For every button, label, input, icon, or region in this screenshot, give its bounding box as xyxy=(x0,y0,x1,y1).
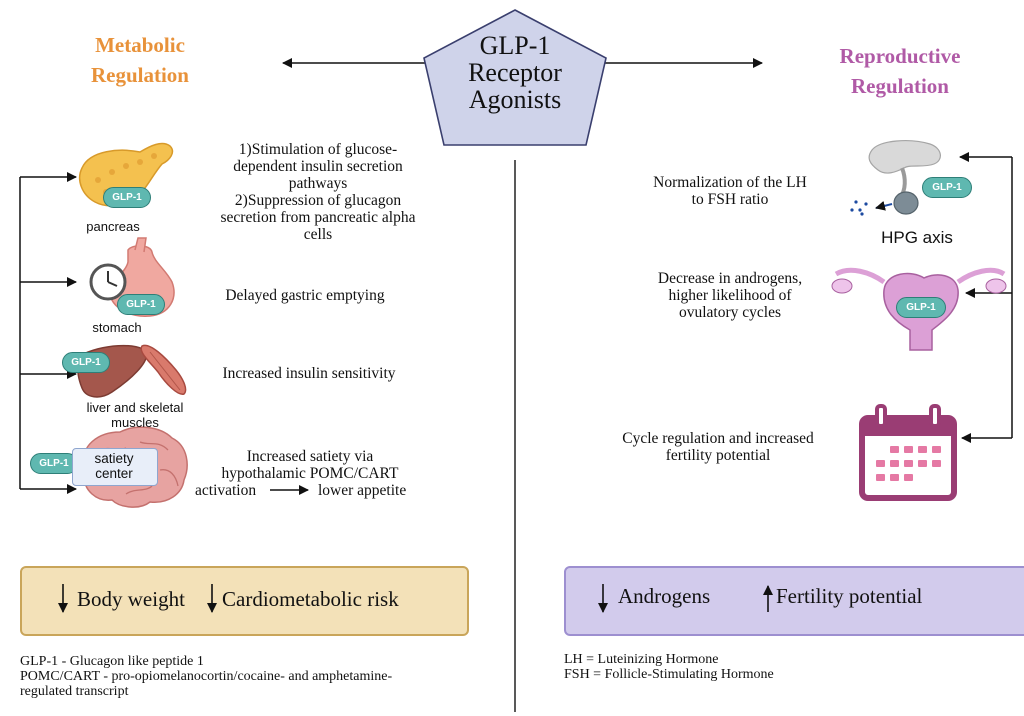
glp1-badge-liver: GLP-1 xyxy=(62,352,110,373)
brain-effect-text: Increased satiety via hypothalamic POMC/… xyxy=(195,448,425,482)
reproductive-title: Reproductive Regulation xyxy=(815,41,985,101)
brain-effect-lower-appetite: lower appetite xyxy=(318,482,407,499)
legend-left-line3: regulated transcript xyxy=(20,684,129,699)
liver-muscles-line2: muscles xyxy=(111,415,159,430)
reproductive-title-line2: Regulation xyxy=(850,74,949,98)
reproductive-title-line1: Reproductive xyxy=(839,44,961,68)
androgens-text: Androgens xyxy=(618,584,711,608)
androgens-effect-text: Decrease in androgens, higher likelihood… xyxy=(630,270,830,321)
glp1-badge-brain: GLP-1 xyxy=(30,453,78,474)
center-title-line2: Receptor xyxy=(468,58,562,87)
muscle-illustration xyxy=(140,344,187,395)
calendar-icon xyxy=(859,404,957,501)
stomach-effect-text: Delayed gastric emptying xyxy=(225,287,385,304)
cycle-effect-text: Cycle regulation and increased fertility… xyxy=(598,430,838,464)
glp1-badge-uterus: GLP-1 xyxy=(896,297,946,318)
pancreas-effect-line6: cells xyxy=(303,226,333,243)
legend-right-line1: LH = Luteinizing Hormone xyxy=(564,652,719,667)
clock-icon xyxy=(89,263,127,301)
pancreas-effect-line4: 2)Suppression of glucagon xyxy=(234,192,402,209)
pancreas-effect-text: 1)Stimulation of glucose- dependent insu… xyxy=(198,141,438,243)
pancreas-effect-line5: secretion from pancreatic alpha xyxy=(220,209,416,226)
center-pentagon xyxy=(423,9,607,146)
legend-right-line2: FSH = Follicle-Stimulating Hormone xyxy=(564,667,774,682)
glp1-badge-hpg: GLP-1 xyxy=(922,177,972,198)
glp1-badge-stomach: GLP-1 xyxy=(117,294,165,315)
liver-muscles-label: liver and skeletal muscles xyxy=(70,400,200,430)
body-weight-text: Body weight xyxy=(77,587,185,611)
cycle-effect-line1: Cycle regulation and increased xyxy=(622,430,814,447)
androgens-effect-line3: ovulatory cycles xyxy=(678,304,781,321)
legend-right: LH = Luteinizing Hormone FSH = Follicle-… xyxy=(564,652,864,682)
lh-fsh-effect-line2: to FSH ratio xyxy=(691,191,769,208)
stomach-label: stomach xyxy=(92,320,142,335)
pancreas-effect-line2: dependent insulin secretion xyxy=(233,158,403,175)
metabolic-title-line2: Regulation xyxy=(90,63,189,87)
metabolic-outcome-box xyxy=(20,566,469,636)
pancreas-label: pancreas xyxy=(86,219,140,234)
satiety-center-line1: satiety xyxy=(94,451,134,466)
satiety-center-box xyxy=(72,448,158,486)
center-title-line1: GLP-1 xyxy=(479,31,551,60)
fertility-potential-text: Fertility potential xyxy=(776,584,923,608)
cycle-effect-line2: fertility potential xyxy=(665,447,771,464)
pancreas-effect-line1: 1)Stimulation of glucose- xyxy=(238,141,398,158)
metabolic-title-line1: Metabolic xyxy=(95,33,185,57)
glp1-badge-pancreas: GLP-1 xyxy=(103,187,151,208)
brain-effect-line2: hypothalamic POMC/CART xyxy=(221,465,399,482)
androgens-effect-line2: higher likelihood of xyxy=(668,287,792,304)
metabolic-title: Metabolic Regulation xyxy=(60,30,220,90)
hpg-axis-label: HPG axis xyxy=(881,228,953,247)
satiety-center-line2: center xyxy=(95,466,133,481)
cardiometabolic-risk-text: Cardiometabolic risk xyxy=(222,587,399,611)
satiety-center-label: satiety center xyxy=(72,451,156,481)
liver-muscles-line1: liver and skeletal xyxy=(86,400,184,415)
brain-effect-activation: activation xyxy=(195,482,257,499)
hpg-axis-illustration xyxy=(850,140,941,216)
lh-fsh-effect-text: Normalization of the LH to FSH ratio xyxy=(620,174,840,208)
androgens-effect-line1: Decrease in androgens, xyxy=(657,270,803,287)
reproductive-outcome-box xyxy=(564,566,1024,636)
center-title-line3: Agonists xyxy=(468,85,562,114)
legend-left: GLP-1 - Glucagon like peptide 1 POMC/CAR… xyxy=(20,654,500,699)
lh-fsh-effect-line1: Normalization of the LH xyxy=(653,174,807,191)
legend-left-line2: POMC/CART - pro-opiomelanocortin/cocaine… xyxy=(20,669,393,684)
pancreas-effect-line3: pathways xyxy=(288,175,348,192)
liver-effect-text: Increased insulin sensitivity xyxy=(222,365,396,382)
center-title: GLP-1 Receptor Agonists xyxy=(440,32,590,113)
legend-left-line1: GLP-1 - Glucagon like peptide 1 xyxy=(20,654,204,669)
brain-effect-line1: Increased satiety via xyxy=(246,448,374,465)
